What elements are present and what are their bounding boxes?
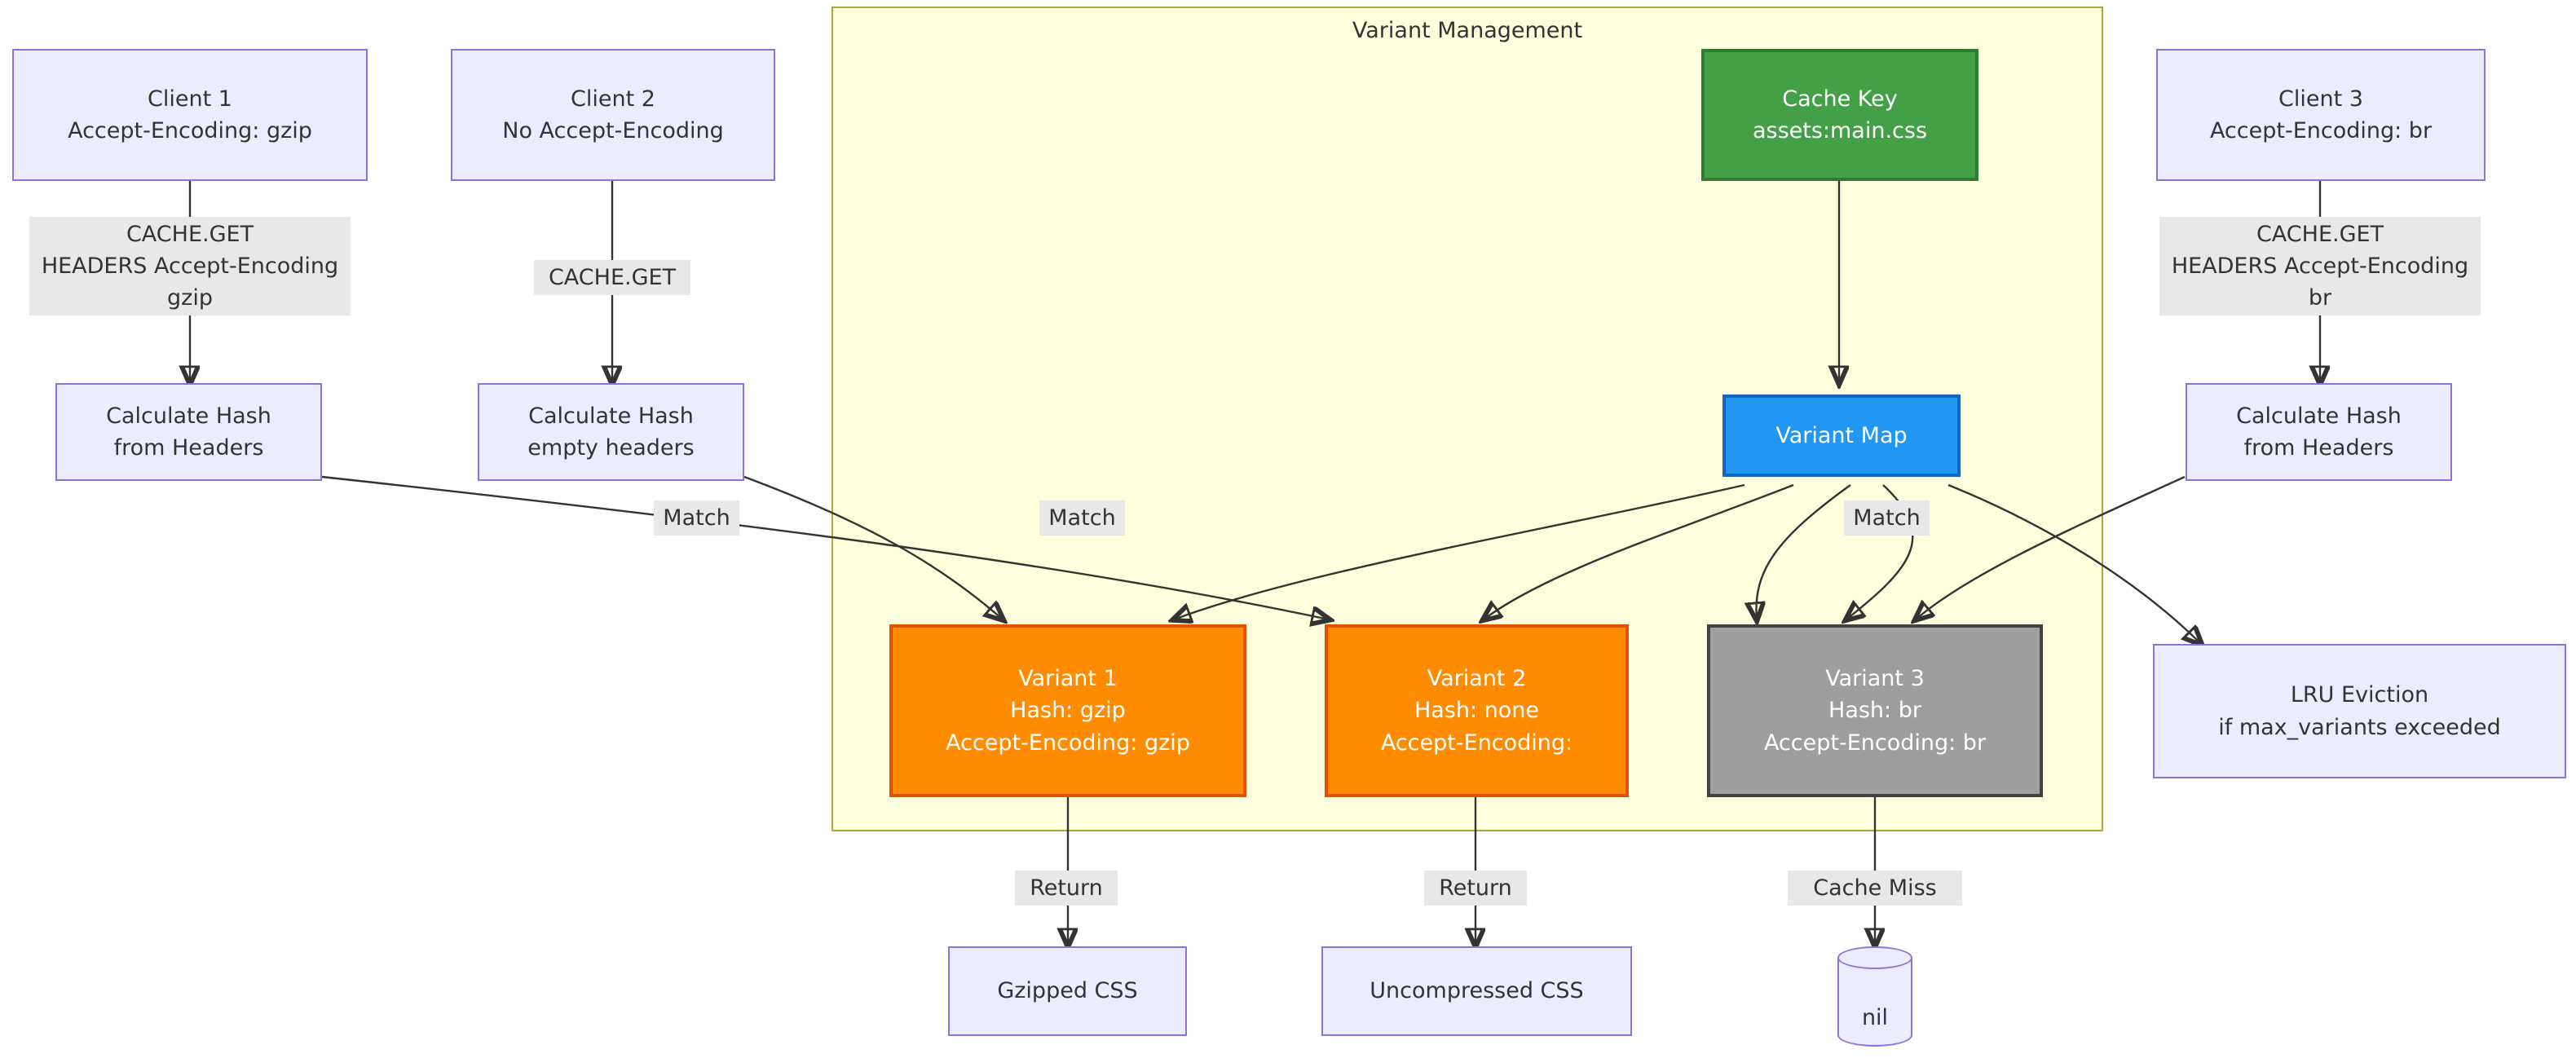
node-client2-line-1: No Accept-Encoding: [502, 118, 724, 143]
node-client1-line-1: Accept-Encoding: gzip: [68, 118, 312, 143]
edge-label-cache-miss: Cache Miss: [1788, 871, 1962, 906]
node-variant-2-line-2: Accept-Encoding:: [1380, 730, 1573, 756]
node-cache-key[interactable]: Cache Key assets:main.css: [1701, 49, 1978, 181]
edge-variantmap-variant1: [1174, 483, 1745, 619]
edge-label-match-right-text: Match: [1853, 505, 1921, 531]
edge-label-client1-cache-get: CACHE.GET HEADERS Accept-Encoding gzip: [29, 217, 351, 316]
node-lru-eviction-line-0: LRU Eviction: [2290, 682, 2429, 708]
edge-label-return-1: Return: [1015, 871, 1118, 906]
edge-label-client3-line-2: br: [2308, 285, 2332, 311]
edge-label-return-1-text: Return: [1030, 875, 1103, 901]
node-cache-key-line-1: assets:main.css: [1752, 118, 1928, 143]
node-client1[interactable]: Client 1 Accept-Encoding: gzip: [12, 49, 368, 181]
node-variant-1-line-0: Variant 1: [1018, 666, 1118, 692]
cylinder-top: [1837, 946, 1912, 969]
node-variant-map[interactable]: Variant Map: [1722, 395, 1961, 477]
cluster-title: Variant Management: [1352, 18, 1583, 43]
edge-label-match-right: Match: [1844, 500, 1930, 536]
node-lru-eviction[interactable]: LRU Eviction if max_variants exceeded: [2153, 644, 2566, 778]
node-variant-2[interactable]: Variant 2 Hash: none Accept-Encoding:: [1325, 624, 1629, 797]
edge-label-client2-cache-get: CACHE.GET: [534, 260, 690, 296]
node-client1-line-0: Client 1: [148, 86, 232, 112]
node-variant-1-line-1: Hash: gzip: [1010, 698, 1126, 724]
edge-label-cache-miss-text: Cache Miss: [1813, 875, 1937, 901]
node-uncompressed-css-line-0: Uncompressed CSS: [1370, 978, 1584, 1004]
edge-hash2-variant1: [743, 475, 1003, 619]
edge-label-client1-line-1: HEADERS Accept-Encoding: [41, 253, 339, 280]
node-client3[interactable]: Client 3 Accept-Encoding: br: [2156, 49, 2486, 181]
node-calculate-hash-3-line-0: Calculate Hash: [2236, 403, 2402, 429]
node-calculate-hash-3-line-1: from Headers: [2243, 435, 2394, 461]
node-calculate-hash-2-line-1: empty headers: [527, 435, 695, 461]
edge-variantmap-lru: [1947, 483, 2201, 644]
edge-variantmap-variant3-a: [1756, 484, 1851, 619]
node-calculate-hash-2[interactable]: Calculate Hash empty headers: [478, 383, 744, 481]
node-client3-line-0: Client 3: [2278, 86, 2363, 112]
edge-label-return-2-text: Return: [1439, 875, 1512, 901]
edge-hash3-variant3: [1916, 475, 2186, 619]
edge-label-match-left-text: Match: [663, 505, 730, 531]
node-lru-eviction-line-1: if max_variants exceeded: [2218, 714, 2501, 740]
edge-label-client3-line-0: CACHE.GET: [2256, 222, 2384, 247]
cylinder-body: [1837, 958, 1912, 1047]
node-calculate-hash-2-line-0: Calculate Hash: [528, 403, 694, 429]
node-gzipped-css-line-0: Gzipped CSS: [997, 978, 1138, 1004]
edge-label-client1-line-2: gzip: [167, 285, 213, 311]
edge-label-client3-line-1: HEADERS Accept-Encoding: [2171, 253, 2469, 280]
node-client2-line-0: Client 2: [571, 86, 655, 112]
node-calculate-hash-1[interactable]: Calculate Hash from Headers: [55, 383, 322, 481]
node-variant-1-line-2: Accept-Encoding: gzip: [946, 730, 1190, 756]
node-client2[interactable]: Client 2 No Accept-Encoding: [451, 49, 775, 181]
edge-label-client2-line-0: CACHE.GET: [548, 265, 677, 290]
edge-label-client1-line-0: CACHE.GET: [126, 222, 254, 247]
edge-variantmap-variant2: [1484, 483, 1794, 619]
node-nil-label: nil: [1861, 1004, 1889, 1030]
edge-label-match-left: Match: [654, 500, 739, 536]
node-variant-3-line-1: Hash: br: [1828, 698, 1921, 724]
edge-label-match-mid: Match: [1039, 500, 1125, 536]
node-uncompressed-css[interactable]: Uncompressed CSS: [1321, 946, 1632, 1036]
edge-label-return-2: Return: [1424, 871, 1527, 906]
node-calculate-hash-1-line-1: from Headers: [113, 435, 264, 461]
node-variant-3[interactable]: Variant 3 Hash: br Accept-Encoding: br: [1707, 624, 2043, 797]
node-variant-3-line-2: Accept-Encoding: br: [1763, 730, 1987, 756]
node-cache-key-line-0: Cache Key: [1782, 86, 1898, 112]
node-variant-map-line-0: Variant Map: [1775, 422, 1908, 448]
node-variant-2-line-0: Variant 2: [1427, 666, 1527, 692]
edge-label-match-mid-text: Match: [1048, 505, 1116, 531]
edge-label-client3-cache-get: CACHE.GET HEADERS Accept-Encoding br: [2159, 217, 2481, 316]
node-gzipped-css[interactable]: Gzipped CSS: [948, 946, 1187, 1036]
node-client3-line-1: Accept-Encoding: br: [2209, 118, 2433, 143]
node-calculate-hash-3[interactable]: Calculate Hash from Headers: [2186, 383, 2452, 481]
node-nil-cylinder[interactable]: nil: [1837, 946, 1912, 1047]
node-calculate-hash-1-line-0: Calculate Hash: [106, 403, 271, 429]
node-variant-3-line-0: Variant 3: [1825, 666, 1925, 692]
edge-hash1-variant2: [321, 475, 1329, 619]
node-variant-2-line-1: Hash: none: [1414, 698, 1540, 724]
node-variant-1[interactable]: Variant 1 Hash: gzip Accept-Encoding: gz…: [889, 624, 1246, 797]
